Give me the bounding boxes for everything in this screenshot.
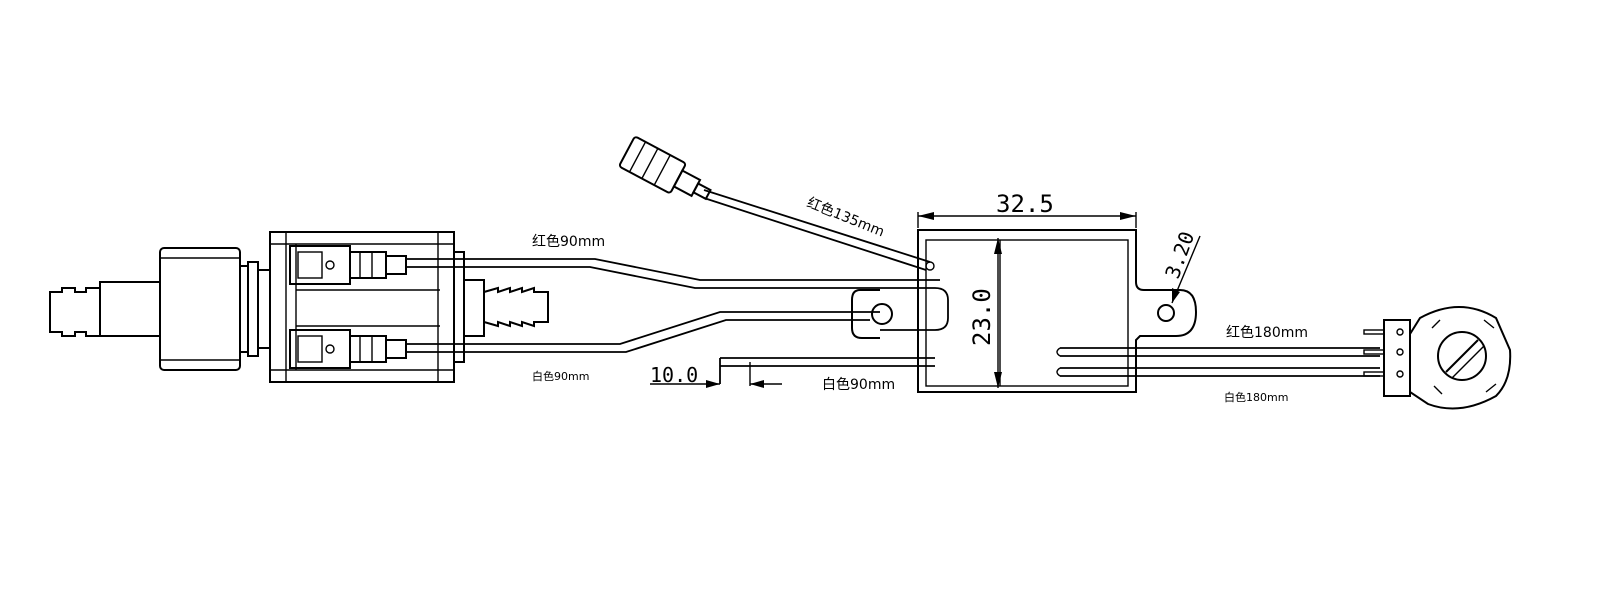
label-red-135mm: 红色135mm [805, 194, 887, 240]
label-red-180mm: 红色180mm [1226, 324, 1308, 341]
wires [406, 189, 1380, 384]
dim-width-32-5: 32.5 [996, 190, 1054, 218]
thermostat-housing [917, 229, 1198, 393]
upper-terminal [289, 245, 407, 285]
dim-strip-10-0: 10.0 [650, 363, 698, 387]
label-white-90mm-left: 白色90mm [532, 369, 589, 383]
mounting-hole [1157, 304, 1175, 322]
pump-assembly [49, 231, 549, 383]
label-white-180mm: 白色180mm [1224, 390, 1288, 404]
label-red-90mm: 红色90mm [532, 233, 605, 250]
dim-height-23-0: 23.0 [968, 288, 996, 346]
lower-terminal [289, 329, 407, 369]
plug-terminal [618, 136, 712, 201]
dimension-lines [650, 212, 1201, 388]
dim-radius-3-20: 3.20 [1160, 228, 1199, 281]
potentiometer [1363, 306, 1512, 410]
label-white-90mm-right: 白色90mm [822, 376, 895, 393]
